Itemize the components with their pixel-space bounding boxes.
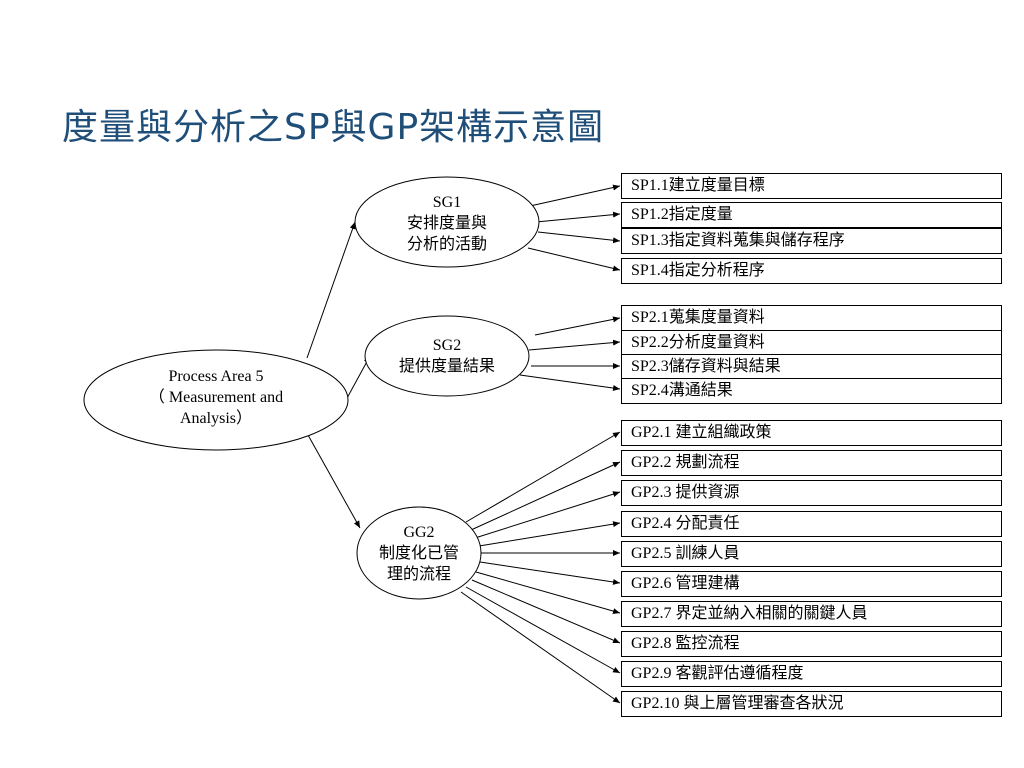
sg2-label: SG2 提供度量結果 (377, 335, 517, 377)
connector-gg2-gp2-9 (465, 586, 621, 674)
connector-sg2-sp2-1 (534, 316, 621, 336)
connector-gg2-gp2-7 (475, 571, 621, 614)
connector-sg1-sp1-4 (527, 247, 621, 272)
root-label-line: （ Measurement and (148, 389, 284, 406)
connector-gg2-gp2-4 (478, 521, 621, 547)
connector-gg2-gp2-10 (460, 591, 621, 704)
connector-gg2-gp2-3 (474, 491, 621, 539)
sg1-label-line: SG1 (432, 194, 462, 211)
gp2-10-box: GP2.10 與上層管理審查各狀況 (621, 691, 1002, 717)
root-label-line: Process Area 5 (168, 368, 264, 385)
sp1-1-box: SP1.1建立度量目標 (621, 173, 1002, 199)
sg1-label-line: 分析的活動 (406, 236, 487, 253)
gp2-4-box: GP2.4 分配責任 (621, 511, 1002, 537)
connector-sg1-sp1-1 (529, 184, 621, 207)
connector-root-sg1 (306, 221, 356, 359)
gp2-9-box: GP2.9 客觀評估遵循程度 (621, 661, 1002, 687)
sg1-label: SG1 安排度量與 分析的活動 (377, 192, 517, 255)
root-node (83, 349, 349, 451)
sp2-4-box: SP2.4溝通結果 (621, 378, 1002, 404)
root-label-line: Analysis） (179, 410, 252, 427)
gp2-8-box: GP2.8 監控流程 (621, 631, 1002, 657)
page-title: 度量與分析之SP與GP架構示意圖 (62, 107, 605, 148)
sg2-label-line: 提供度量結果 (398, 358, 495, 375)
sp1-4-box: SP1.4指定分析程序 (621, 258, 1002, 284)
gg2-label: GG2 制度化已管 理的流程 (359, 522, 479, 585)
sp2-2-box: SP2.2分析度量資料 (621, 330, 1002, 356)
sp2-3-box: SP2.3儲存資料與結果 (621, 354, 1002, 380)
connector-gg2-gp2-6 (479, 561, 621, 585)
root-label: Process Area 5 （ Measurement and Analysi… (116, 366, 316, 429)
gp2-6-box: GP2.6 管理建構 (621, 571, 1002, 597)
gp2-2-box: GP2.2 規劃流程 (621, 450, 1002, 476)
gg2-label-line: 制度化已管 (378, 545, 459, 562)
gg2-node (356, 506, 482, 600)
connector-gg2-gp2-2 (470, 461, 621, 531)
gp2-5-box: GP2.5 訓練人員 (621, 541, 1002, 567)
sg1-label-line: 安排度量與 (406, 215, 487, 232)
sg2-node (364, 315, 530, 397)
sg2-label-line: SG2 (432, 337, 462, 354)
sp2-1-box: SP2.1蒐集度量資料 (621, 305, 1002, 331)
sp1-2-box: SP1.2指定度量 (621, 202, 1002, 228)
connector-sg2-sp2-4 (519, 374, 621, 392)
gg2-label-line: GG2 (403, 524, 435, 541)
connector-sg1-sp1-2 (535, 211, 621, 223)
connector-gg2-gp2-8 (471, 579, 621, 644)
gg2-label-line: 理的流程 (386, 566, 451, 583)
connector-sg1-sp1-3 (537, 231, 621, 244)
gp2-3-box: GP2.3 提供資源 (621, 480, 1002, 506)
sp1-3-box: SP1.3指定資料蒐集與儲存程序 (621, 228, 1002, 254)
gp2-1-box: GP2.1 建立組織政策 (621, 420, 1002, 446)
connector-sg2-sp2-2 (528, 339, 621, 351)
connector-gg2-gp2-1 (465, 431, 621, 523)
sg1-node (354, 176, 540, 268)
gp2-7-box: GP2.7 界定並納入相關的關鍵人員 (621, 601, 1002, 627)
connector-root-gg2 (307, 434, 361, 529)
